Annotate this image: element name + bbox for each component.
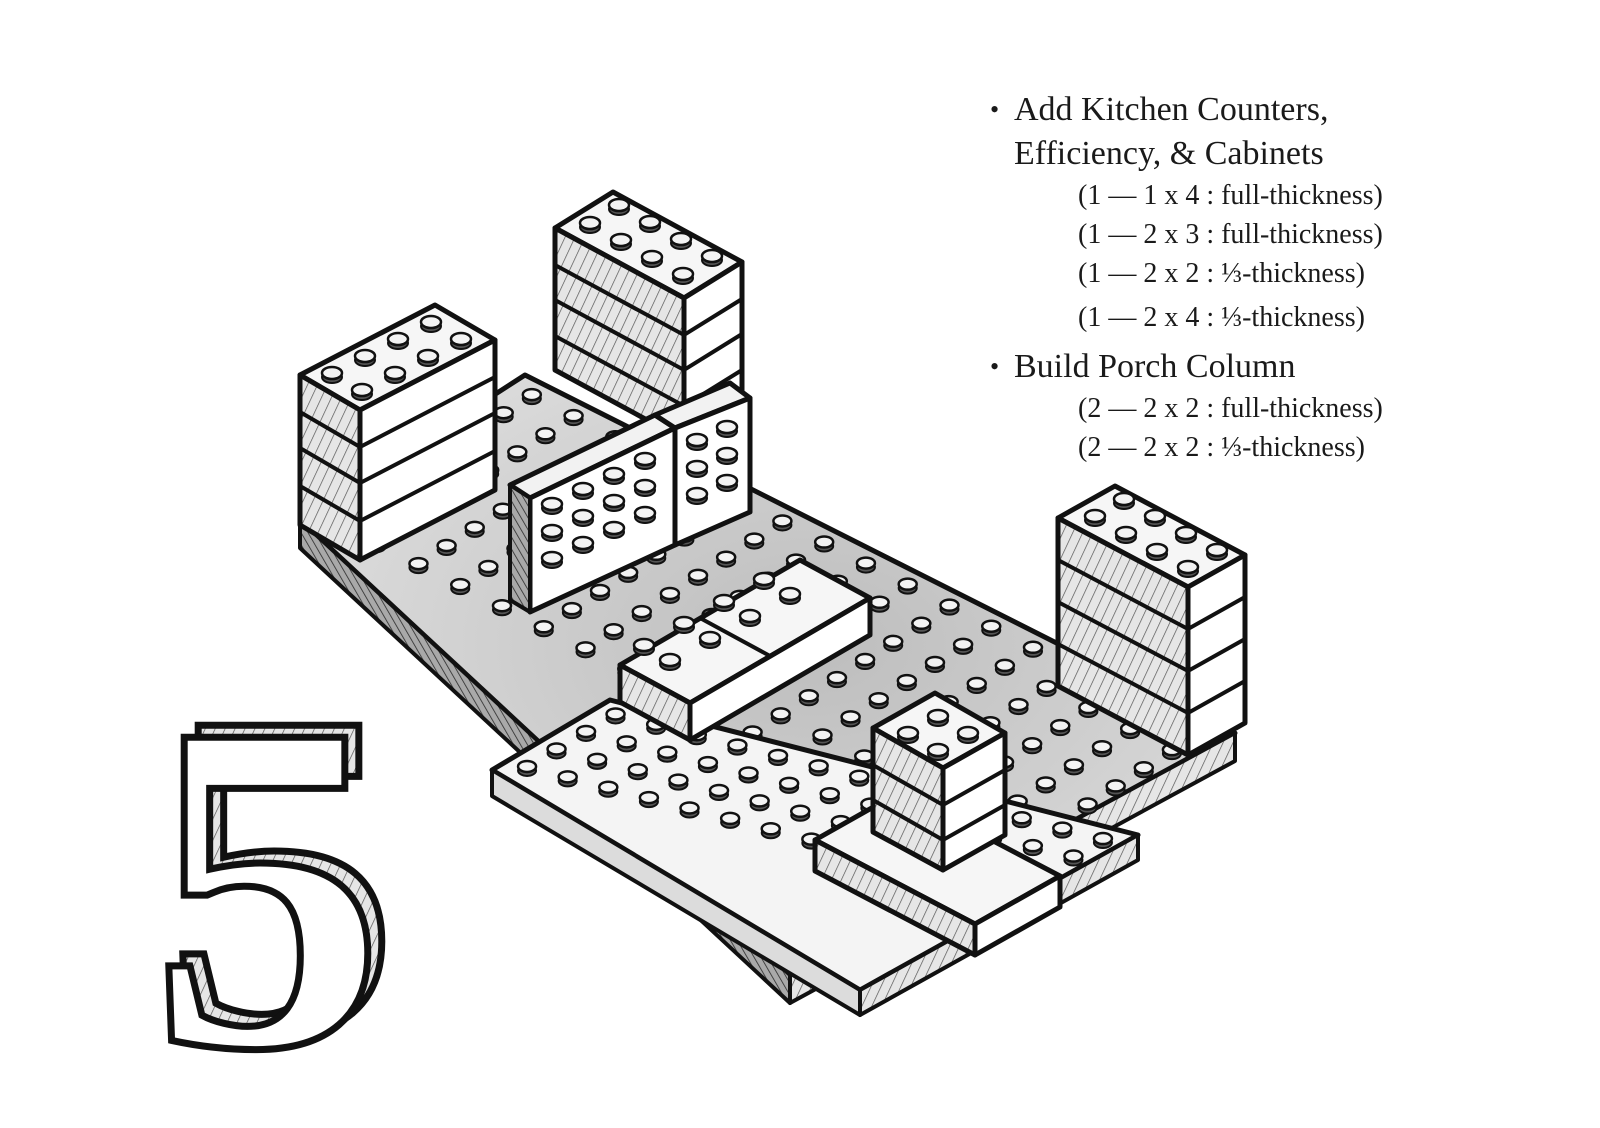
step-porch: Build Porch Column (2 — 2 x 2 : full-thi… — [990, 345, 1570, 467]
part-line: (2 — 2 x 2 : full-thickness) — [1078, 393, 1383, 424]
step-title: Build Porch Column — [990, 345, 1570, 389]
part-line: (1 — 2 x 3 : full-thickness) — [1078, 219, 1383, 250]
cabinet-stack-left — [297, 302, 498, 563]
part-line: (2 — 2 x 2 : ⅓-thickness) — [1078, 432, 1365, 463]
step-title-line: Add Kitchen Counters, — [1014, 91, 1329, 128]
svg-text:5: 5 — [164, 614, 399, 1128]
part-line: (1 — 2 x 2 : ⅓-thickness) — [1078, 258, 1365, 289]
svg-text:5: 5 — [150, 626, 385, 1128]
part-line: (1 — 2 x 4 : ⅓-thickness) — [1078, 302, 1365, 333]
instructions-panel: Add Kitchen Counters, Efficiency, & Cabi… — [990, 88, 1570, 467]
step-title-line: Efficiency, & Cabinets — [1014, 135, 1324, 172]
step-number-glyph: 5 5 — [147, 611, 403, 1128]
part-line: (1 — 1 x 4 : full-thickness) — [1078, 180, 1383, 211]
efficiency-panel — [507, 380, 753, 615]
cabinet-stack-right — [1055, 483, 1248, 758]
step-title-line: Build Porch Column — [1014, 348, 1296, 385]
kitchen-counter — [617, 557, 873, 743]
step-kitchen: Add Kitchen Counters, Efficiency, & Cabi… — [990, 88, 1570, 337]
step-title: Add Kitchen Counters, Efficiency, & Cabi… — [990, 88, 1570, 176]
porch-column — [812, 690, 1063, 958]
